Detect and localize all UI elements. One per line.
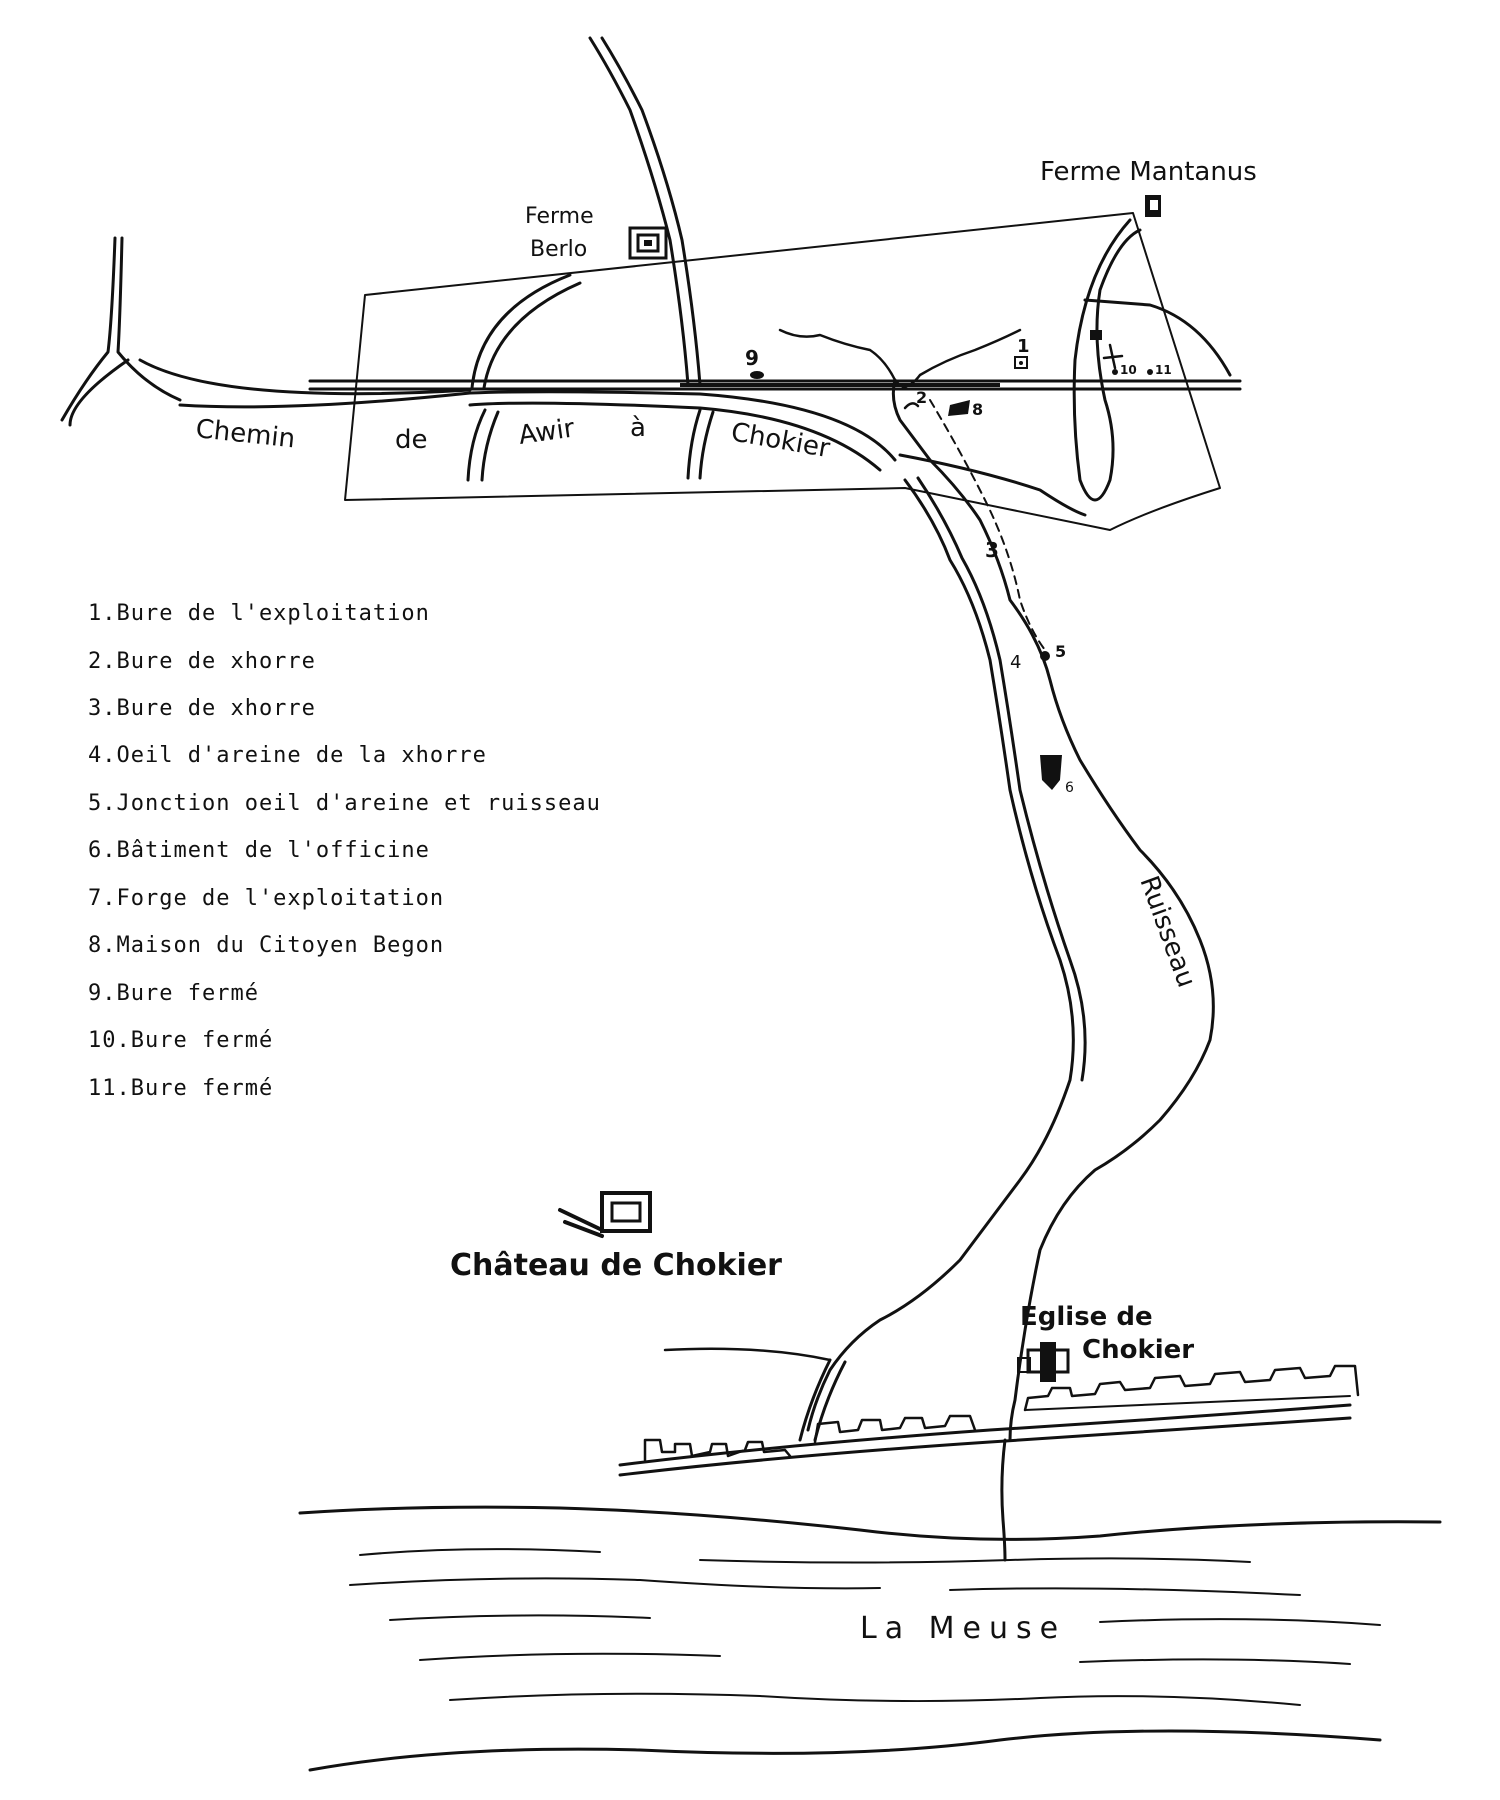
road-label-chemin: Chemin xyxy=(194,414,296,454)
legend-item: 1.Bure de l'exploitation xyxy=(88,601,430,626)
marker-5: 5 xyxy=(1040,642,1066,661)
xhorre-dashed-line xyxy=(929,399,1046,651)
la-meuse-river xyxy=(298,1505,1442,1772)
road-west-branches xyxy=(60,236,472,427)
marker-6: 6 xyxy=(1040,755,1074,796)
svg-text:11: 11 xyxy=(1155,363,1172,377)
road-east-loop xyxy=(898,218,1232,517)
la-meuse-label: La Meuse xyxy=(860,1611,1066,1646)
eglise-label-2: Chokier xyxy=(1082,1335,1194,1365)
svg-text:9: 9 xyxy=(745,346,759,370)
ruisseau-stream xyxy=(891,378,1215,1442)
stream-upper xyxy=(778,328,1022,388)
marker-7: 7 xyxy=(1102,343,1124,370)
ferme-berlo-icon xyxy=(628,226,668,260)
legend-item: 9.Bure fermé xyxy=(88,981,259,1006)
legend-item: 2.Bure de xhorre xyxy=(88,649,316,674)
legend-item: 6.Bâtiment de l'officine xyxy=(88,838,430,863)
chateau-icon xyxy=(558,1191,652,1238)
legend-item: 3.Bure de xhorre xyxy=(88,696,316,721)
legend-item: 7.Forge de l'exploitation xyxy=(88,886,444,911)
legend: 1.Bure de l'exploitation 2.Bure de xhorr… xyxy=(88,601,601,1101)
eglise-label-1: Eglise de xyxy=(1020,1302,1153,1332)
legend-item: 11.Bure fermé xyxy=(88,1076,273,1101)
road-stubs xyxy=(466,408,715,482)
ruisseau-label: Ruisseau xyxy=(1133,872,1201,991)
legend-item: 5.Jonction oeil d'areine et ruisseau xyxy=(88,791,601,816)
svg-text:5: 5 xyxy=(1055,642,1066,661)
legend-item: 10.Bure fermé xyxy=(88,1028,273,1053)
road-label-de: de xyxy=(395,425,428,455)
road-chemin-awir-chokier xyxy=(178,390,897,472)
svg-text:2: 2 xyxy=(916,388,927,407)
marker-9: 9 xyxy=(745,346,764,379)
road-label-a: à xyxy=(630,413,646,443)
marker-2: 2 xyxy=(903,388,927,410)
road-label-awir: Awir xyxy=(517,413,577,451)
valley-west-edge-inner xyxy=(916,476,1087,1082)
marker-1: 1 xyxy=(1014,336,1030,369)
svg-text:8: 8 xyxy=(972,400,983,419)
marker-4: 4 xyxy=(1010,652,1021,673)
svg-text:3: 3 xyxy=(985,538,999,562)
svg-text:6: 6 xyxy=(1065,780,1074,796)
ferme-berlo-label-2: Berlo xyxy=(530,237,587,262)
ferme-mantanus-icon xyxy=(1145,195,1161,217)
legend-item: 4.Oeil d'areine de la xhorre xyxy=(88,743,487,768)
svg-text:1: 1 xyxy=(1017,336,1030,357)
road-label-chokier: Chokier xyxy=(729,417,833,464)
ferme-mantanus-label: Ferme Mantanus xyxy=(1040,157,1257,187)
marker-3: 3 xyxy=(985,538,999,562)
valley-west-edge xyxy=(806,478,1075,1432)
church-icon xyxy=(1017,1342,1070,1382)
road-north-berlo xyxy=(588,36,702,387)
village-houses xyxy=(643,1364,1360,1462)
marker-8: 8 xyxy=(948,400,983,419)
survey-frame xyxy=(344,212,1221,531)
riverside-road xyxy=(618,1403,1352,1562)
ferme-berlo-label-1: Ferme xyxy=(525,204,594,229)
marker-11: 11 xyxy=(1147,363,1172,377)
svg-text:10: 10 xyxy=(1120,363,1137,377)
forge-building-icon xyxy=(1090,330,1102,340)
marker-10: 10 xyxy=(1112,363,1137,377)
chateau-label: Château de Chokier xyxy=(450,1248,782,1283)
svg-text:4: 4 xyxy=(1010,652,1021,673)
road-curved-west xyxy=(470,273,582,390)
legend-item: 8.Maison du Citoyen Begon xyxy=(88,933,444,958)
